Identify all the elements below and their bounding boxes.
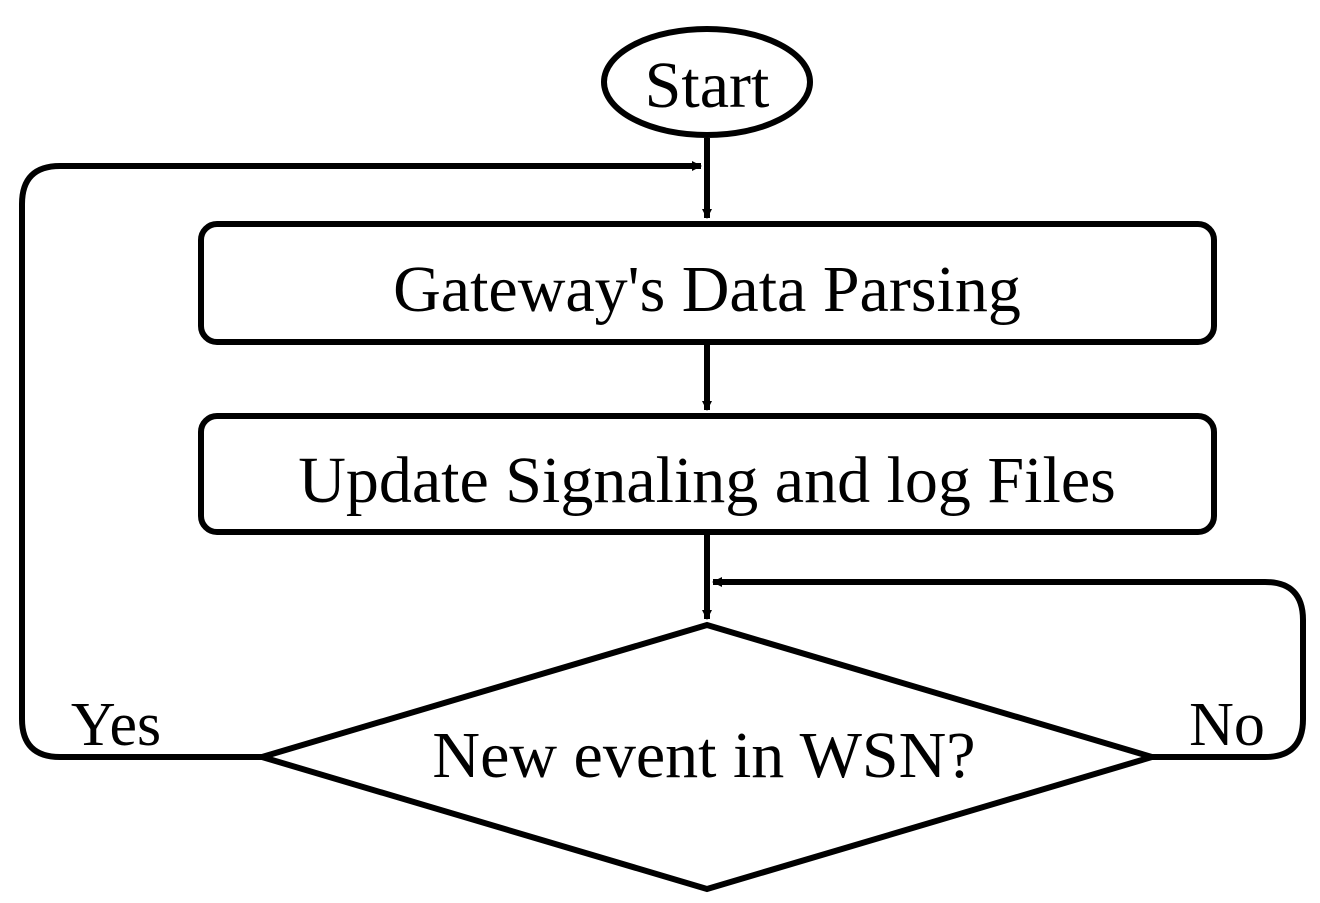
arrow-no-loop bbox=[712, 577, 1306, 760]
start-node: Start bbox=[601, 26, 813, 138]
decision-node: New event in WSN? bbox=[251, 621, 1163, 893]
parse-process-label: Gateway's Data Parsing bbox=[393, 253, 1021, 326]
arrow-yes-loop bbox=[19, 161, 702, 760]
parse-process-node: Gateway's Data Parsing bbox=[198, 221, 1217, 345]
yes-branch-label: Yes bbox=[71, 691, 161, 759]
start-label: Start bbox=[645, 49, 770, 122]
update-process-label: Update Signaling and log Files bbox=[298, 444, 1116, 517]
update-process-node: Update Signaling and log Files bbox=[198, 413, 1217, 535]
no-branch-label: No bbox=[1189, 691, 1265, 759]
decision-label: New event in WSN? bbox=[432, 719, 975, 792]
